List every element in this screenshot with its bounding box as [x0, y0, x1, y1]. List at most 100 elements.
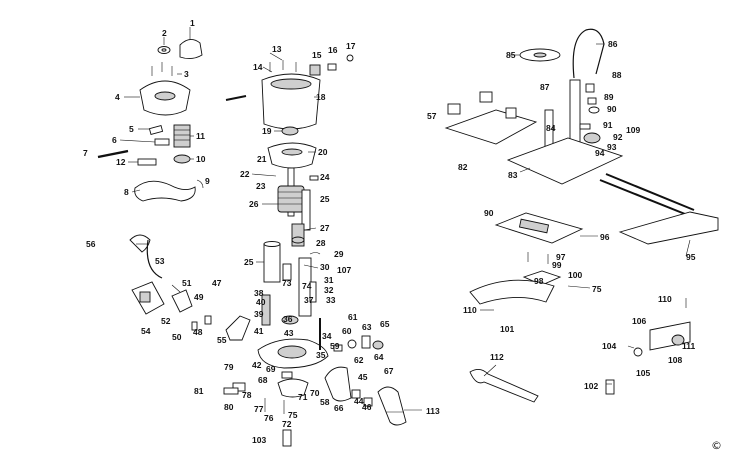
label-49: 49: [194, 292, 204, 302]
label-41: 41: [254, 326, 264, 336]
label-42: 42: [252, 360, 262, 370]
label-79: 79: [224, 362, 234, 372]
router-table-assembly: [404, 28, 719, 411]
label-75: 75: [288, 410, 298, 420]
label-51: 51: [182, 278, 192, 288]
label-77: 77: [254, 404, 264, 414]
label-33: 33: [326, 295, 336, 305]
label-3: 3: [184, 69, 189, 79]
label-73: 73: [282, 278, 292, 288]
label-31: 31: [324, 275, 334, 285]
motor-assembly: [225, 54, 354, 369]
label-26: 26: [249, 199, 259, 209]
label-63: 63: [362, 322, 372, 332]
label-44: 44: [354, 396, 364, 406]
label-25: 25: [320, 194, 330, 204]
label-36: 36: [283, 314, 293, 324]
label-84: 84: [546, 123, 556, 133]
label-104: 104: [602, 341, 616, 351]
label-106: 106: [632, 316, 646, 326]
label-43: 43: [284, 328, 294, 338]
label-96: 96: [600, 232, 610, 242]
label-20: 20: [318, 147, 328, 157]
label-60: 60: [342, 326, 352, 336]
label-80: 80: [224, 402, 234, 412]
label-89: 89: [604, 92, 614, 102]
label-6: 6: [112, 135, 117, 145]
label-97: 97: [556, 252, 566, 262]
label-86: 86: [608, 39, 618, 49]
label-56: 56: [86, 239, 96, 249]
motor-cap-assembly: [97, 39, 204, 202]
label-98: 98: [534, 276, 544, 286]
label-101: 101: [500, 324, 514, 334]
label-37: 37: [304, 295, 314, 305]
label-85: 85: [506, 50, 516, 60]
label-72: 72: [282, 419, 292, 429]
label-78: 78: [242, 390, 252, 400]
label-93: 93: [607, 142, 617, 152]
label-100: 100: [568, 270, 582, 280]
label-12: 12: [116, 157, 126, 167]
label-25b: 25: [244, 257, 254, 267]
label-111: 111: [682, 341, 696, 351]
label-9: 9: [205, 176, 210, 186]
label-112: 112: [490, 352, 504, 362]
label-10: 10: [196, 154, 206, 164]
switch-cable-assembly: [129, 234, 407, 447]
label-110b: 110: [463, 305, 477, 315]
label-95: 95: [686, 252, 696, 262]
label-57: 57: [427, 111, 437, 121]
label-14: 14: [253, 62, 263, 72]
label-102: 102: [584, 381, 598, 391]
label-64: 64: [374, 352, 384, 362]
label-83: 83: [508, 170, 518, 180]
label-28: 28: [316, 238, 326, 248]
label-40: 40: [256, 297, 266, 307]
label-68: 68: [258, 375, 268, 385]
label-18: 18: [316, 92, 326, 102]
label-94: 94: [595, 148, 605, 158]
label-107: 107: [337, 265, 351, 275]
label-5: 5: [129, 124, 134, 134]
label-65: 65: [380, 319, 390, 329]
label-82: 82: [458, 162, 468, 172]
label-34: 34: [322, 331, 332, 341]
label-52: 52: [161, 316, 171, 326]
label-108: 108: [668, 355, 682, 365]
label-74: 74: [302, 281, 312, 291]
label-24: 24: [320, 172, 330, 182]
label-71: 71: [298, 392, 308, 402]
label-70: 70: [310, 388, 320, 398]
label-113: 113: [426, 406, 440, 416]
label-88: 88: [612, 70, 622, 80]
label-55: 55: [217, 335, 227, 345]
label-48: 48: [193, 327, 203, 337]
label-19: 19: [262, 126, 272, 136]
label-92: 92: [613, 132, 623, 142]
label-38: 38: [254, 288, 264, 298]
label-81: 81: [194, 386, 204, 396]
label-1: 1: [190, 18, 195, 28]
label-13: 13: [272, 44, 282, 54]
label-69: 69: [266, 364, 276, 374]
label-29: 29: [334, 249, 344, 259]
label-32: 32: [324, 285, 334, 295]
label-21: 21: [257, 154, 267, 164]
label-53: 53: [155, 256, 165, 266]
label-103: 103: [252, 435, 266, 445]
label-16: 16: [328, 45, 338, 55]
label-15: 15: [312, 50, 322, 60]
label-7: 7: [83, 148, 88, 158]
label-99: 99: [552, 260, 562, 270]
label-66: 66: [334, 403, 344, 413]
label-109: 109: [626, 125, 640, 135]
label-59: 59: [330, 341, 340, 351]
label-39: 39: [254, 309, 264, 319]
label-58: 58: [320, 397, 330, 407]
label-8: 8: [124, 187, 129, 197]
label-87: 87: [540, 82, 550, 92]
label-11: 11: [196, 131, 205, 141]
leader-lines: [119, 27, 691, 413]
